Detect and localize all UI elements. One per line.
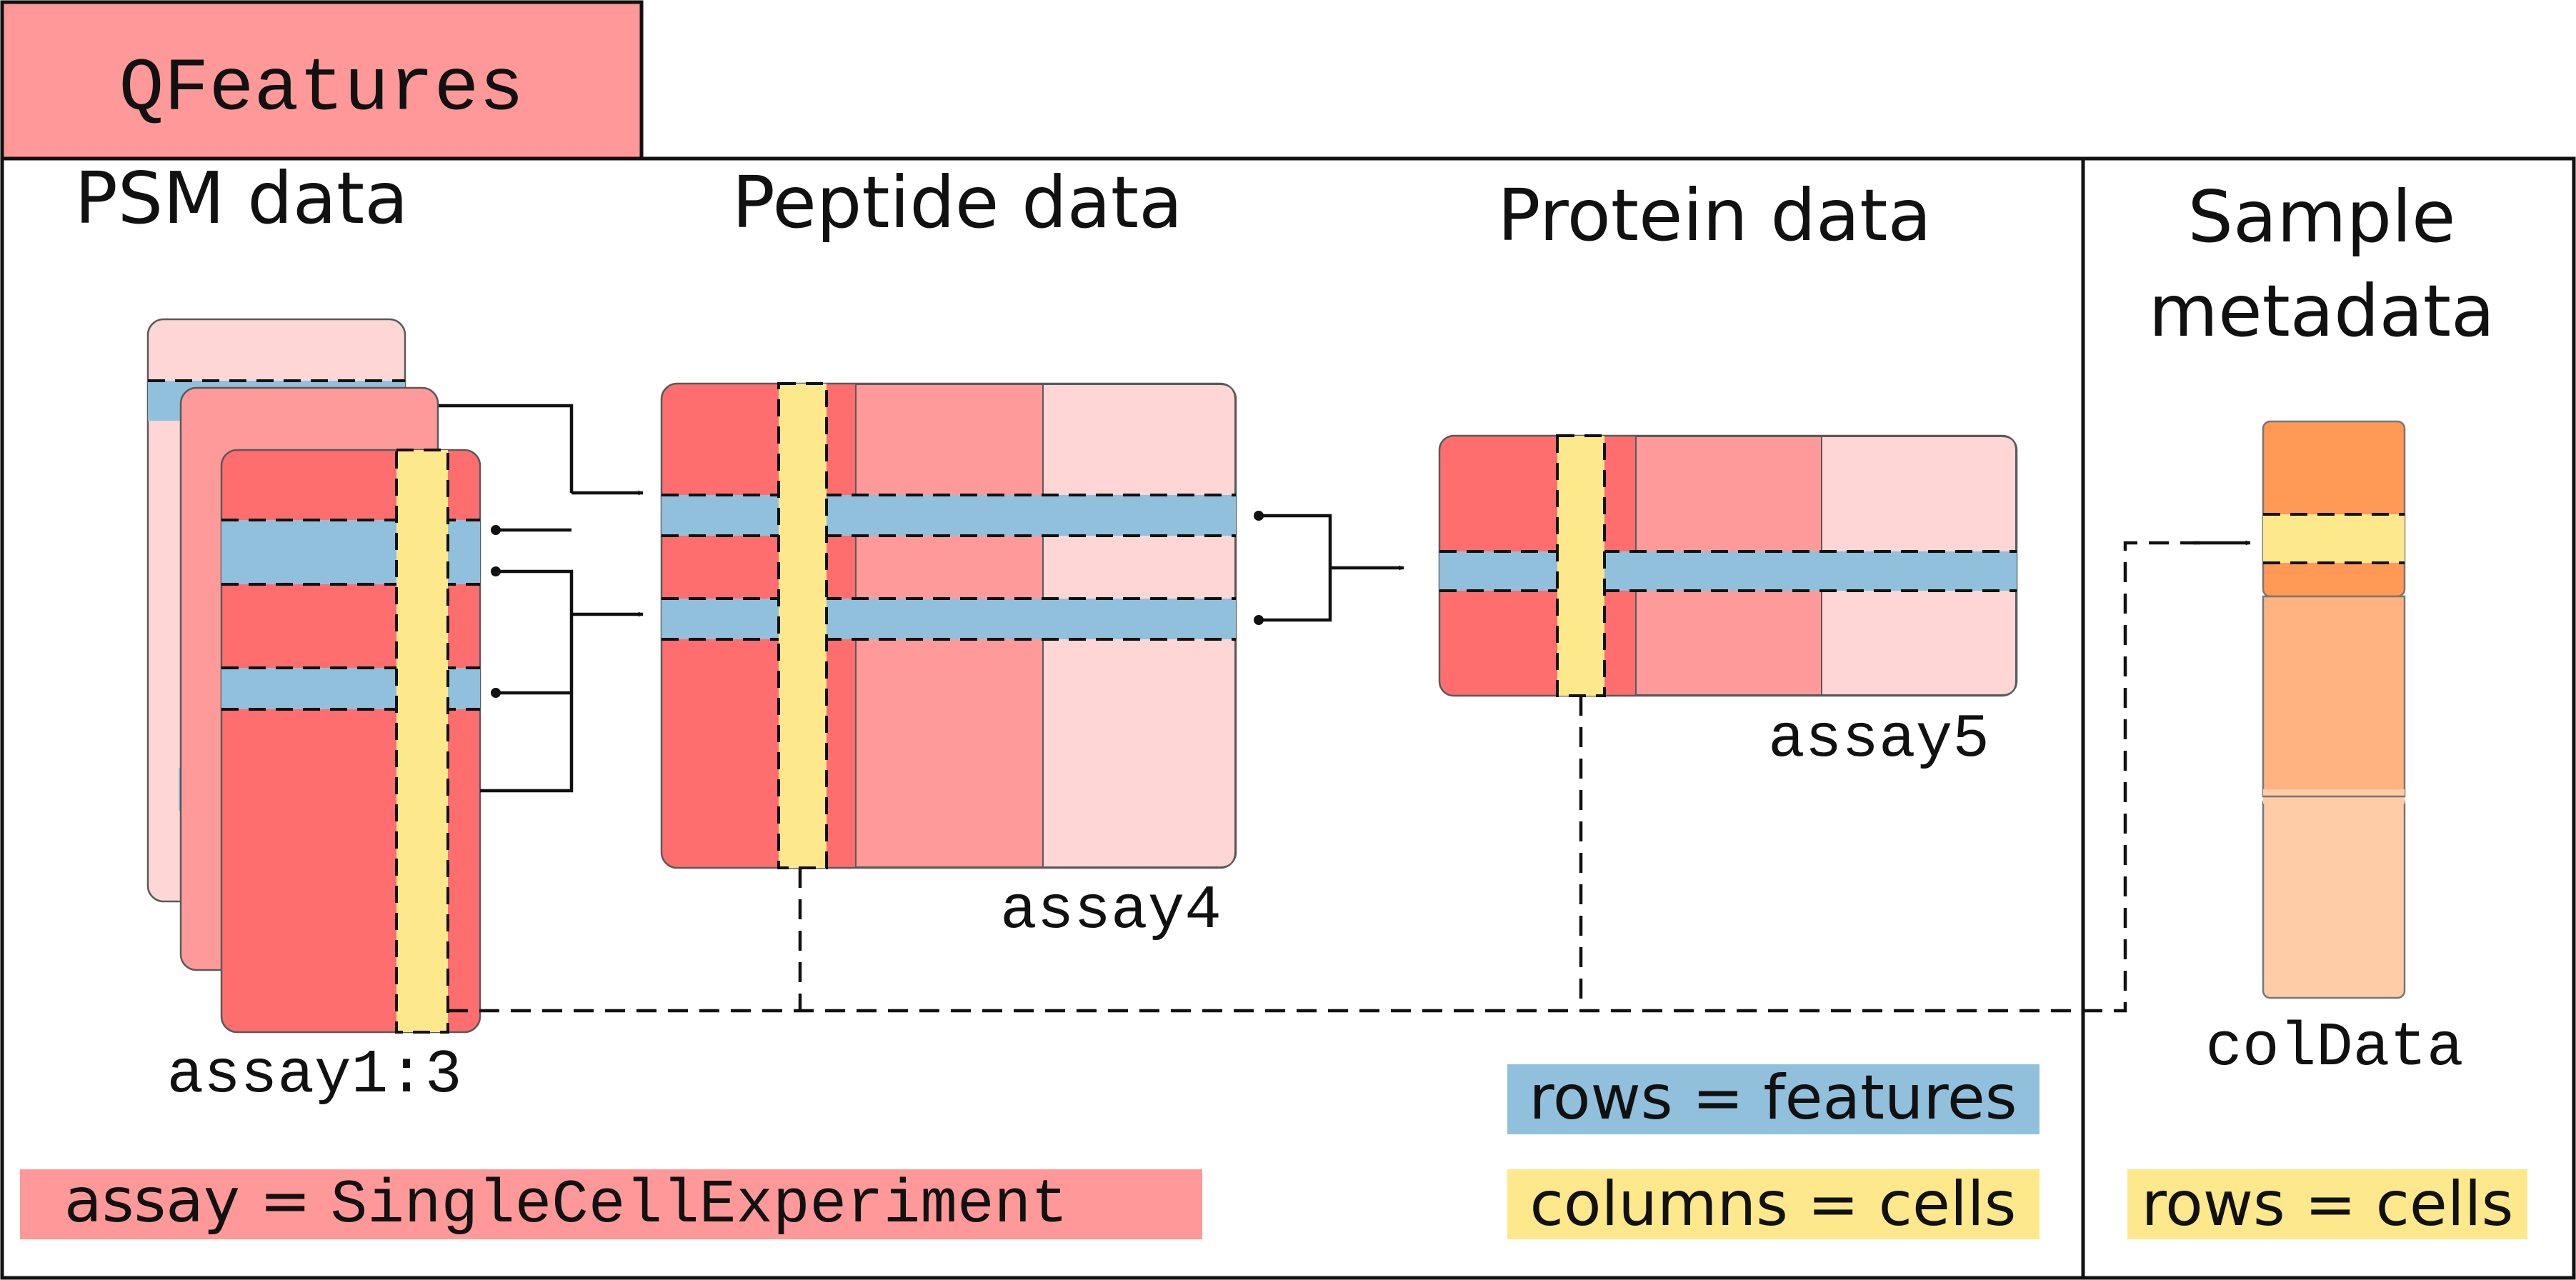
legend-columns-cells: columns = cells [1507, 1169, 2040, 1240]
legend-assay-prefix: assay = [64, 1165, 331, 1236]
psm-caption: assay1:3 [167, 1040, 462, 1110]
coldata-table [2262, 420, 2406, 999]
peptide-row-strip-2 [662, 599, 1236, 639]
protein-assay [1438, 434, 2018, 697]
protein-column-strip [1557, 436, 1604, 696]
legend-rows-cells-text: rows = cells [2142, 1169, 2514, 1240]
coldata-caption: colData [2205, 1013, 2463, 1083]
legend-assay: assay = SingleCellExperiment [20, 1165, 1202, 1240]
legend-rows-features-text: rows = features [1529, 1062, 2017, 1134]
peptide-assay [660, 382, 1237, 869]
coldata-block-light [2262, 795, 2406, 999]
psm-heading: PSM data [74, 156, 408, 240]
protein-heading: Protein data [1497, 174, 1932, 257]
psm-column-strip [396, 450, 448, 1032]
psm-assay-card-front [220, 449, 481, 1034]
psm-assay-stack [146, 318, 481, 1034]
legend-columns-cells-text: columns = cells [1530, 1169, 2017, 1240]
columns-to-coldata-link [448, 540, 2251, 1013]
protein-caption: assay5 [1768, 704, 1990, 774]
sample-heading-line2: metadata [2149, 269, 2495, 353]
outer-frame [0, 156, 2576, 1280]
protein-row-strip [1439, 551, 2017, 591]
peptide-caption: assay4 [1000, 876, 1222, 946]
title-text: QFeatures [119, 47, 524, 132]
peptide-heading: Peptide data [732, 161, 1183, 244]
legend-assay-class: SingleCellExperiment [331, 1170, 1068, 1240]
legend-rows-features: rows = features [1507, 1062, 2040, 1134]
psm-to-peptide-connectors [439, 404, 644, 793]
peptide-row-strip-1 [662, 495, 1236, 536]
sample-heading-line1: Sample [2188, 175, 2456, 259]
title-tab [0, 0, 644, 161]
coldata-block-mid [2262, 595, 2406, 798]
coldata-row-strip [2263, 514, 2405, 563]
svg-text:assay = SingleCellExperiment: assay = SingleCellExperiment [64, 1165, 1068, 1240]
peptide-to-protein-connectors [1254, 511, 1404, 625]
coldata-block-dark [2262, 420, 2406, 598]
peptide-column-strip [779, 384, 827, 868]
legend-rows-cells: rows = cells [2127, 1169, 2527, 1240]
